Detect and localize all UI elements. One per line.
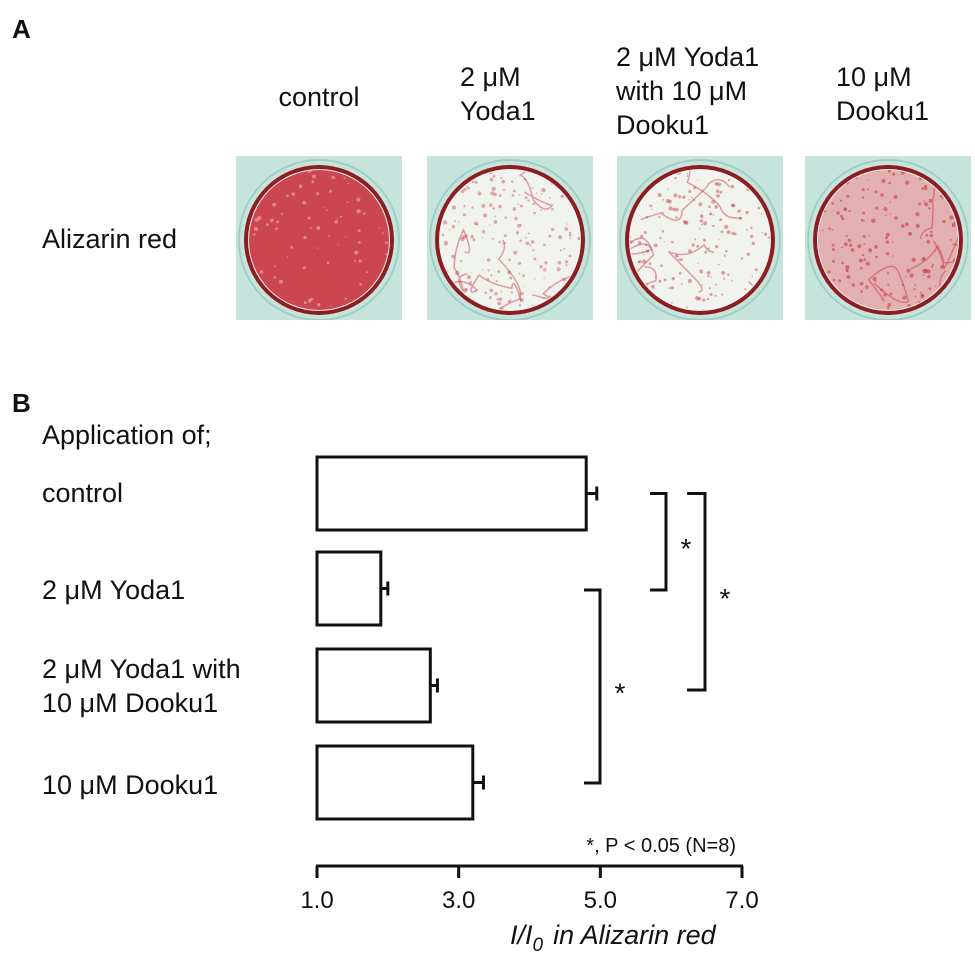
panel-a-letter: A: [12, 14, 31, 44]
significance-bracket-2: [687, 492, 707, 692]
x-axis: [315, 864, 744, 878]
error-bar-1: [586, 486, 599, 501]
significance-star-2: *: [720, 583, 731, 614]
x-tick-label-1: 1.0: [300, 887, 333, 914]
bar-4: [315, 744, 475, 821]
significance-note: *, P < 0.05 (N=8): [586, 835, 736, 857]
dish-image-yoda1: [427, 156, 593, 320]
significance-star-1: *: [681, 533, 692, 564]
significance-bracket-1: [650, 492, 668, 592]
dish-image-yoda1-dooku1: [617, 156, 783, 320]
category-label-control: control: [42, 478, 124, 508]
panel-b-heading: Application of;: [42, 420, 212, 450]
bar-3: [315, 647, 432, 724]
bar-2: [315, 550, 383, 627]
column-label-yoda1-dooku1: 2 μM Yoda1 with 10 μM Dooku1: [616, 42, 760, 140]
error-bar-3: [430, 678, 439, 693]
row-label-alizarin-red: Alizarin red: [42, 224, 178, 254]
x-tick-label-3: 5.0: [584, 887, 617, 914]
significance-bracket-3: [584, 588, 602, 785]
x-tick-label-4: 7.0: [725, 887, 758, 914]
column-label-yoda1: 2 μM Yoda1: [460, 62, 536, 126]
significance-star-3: *: [615, 678, 626, 709]
error-bar-4: [472, 775, 485, 790]
column-label-control: control: [278, 82, 360, 112]
category-label-yoda1-dooku1: 2 μM Yoda1 with 10 μM Dooku1: [42, 654, 241, 718]
bar-1: [315, 455, 588, 532]
column-label-dooku1: 10 μM Dooku1: [836, 62, 930, 126]
dish-image-control: [236, 156, 402, 320]
dish-image-dooku1: [805, 156, 971, 320]
error-bar-2: [380, 581, 390, 596]
category-label-dooku1: 10 μM Dooku1: [42, 770, 219, 800]
x-tick-label-2: 3.0: [442, 887, 475, 914]
category-label-yoda1: 2 μM Yoda1: [42, 575, 186, 605]
panel-b-letter: B: [12, 388, 31, 418]
